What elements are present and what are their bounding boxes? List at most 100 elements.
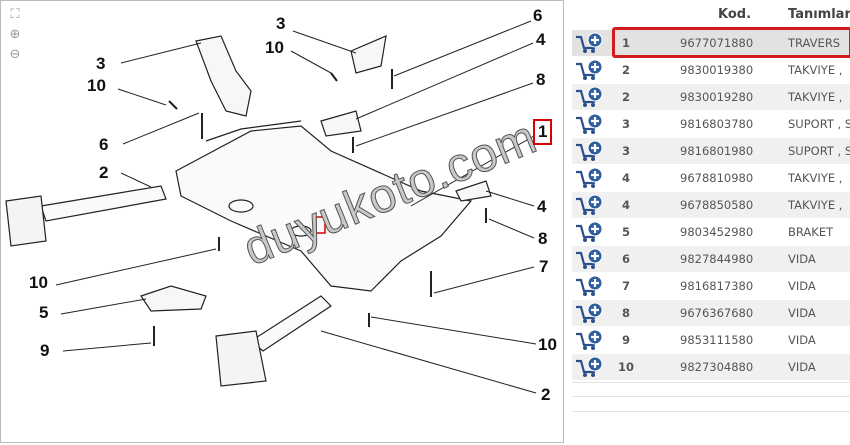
table-row[interactable]: 1 9677071880 TRAVERS	[572, 30, 850, 57]
add-to-cart-icon[interactable]	[574, 167, 604, 189]
callout-1-selected[interactable]: 1	[533, 119, 553, 145]
part-code[interactable]: 9827844980	[680, 252, 754, 266]
part-code[interactable]: 9676367680	[680, 306, 754, 320]
table-row[interactable]: 7 9816817380 VIDA	[572, 273, 850, 300]
ref-number: 1	[621, 36, 630, 50]
ref-number: 2	[621, 63, 630, 77]
callout-7[interactable]: 7	[539, 257, 549, 276]
add-to-cart-icon[interactable]	[574, 113, 604, 135]
table-row[interactable]: 2 9830019280 TAKVIYE ,	[572, 84, 850, 111]
part-code[interactable]: 9816801980	[680, 144, 754, 158]
part-code[interactable]: 9803452980	[680, 225, 754, 239]
exploded-parts-diagram: ⛶ ⊕ ⊖ duyukoto.com 3 10 6 4 8 1 4 8 7 10…	[0, 0, 564, 443]
add-to-cart-icon[interactable]	[574, 59, 604, 81]
header-code: Kod.	[718, 7, 752, 22]
add-to-cart-icon[interactable]	[574, 248, 604, 270]
ref-number: 5	[621, 225, 630, 239]
callout-8[interactable]: 8	[538, 229, 548, 248]
diagram-drawing	[5, 20, 537, 394]
callout-4[interactable]: 4	[537, 197, 547, 216]
part-code[interactable]: 9827304880	[680, 360, 754, 374]
callout-2[interactable]: 2	[541, 385, 551, 404]
add-to-cart-icon[interactable]	[574, 140, 604, 162]
ref-number: 6	[621, 252, 630, 266]
callout-5[interactable]: 5	[39, 303, 49, 322]
part-code[interactable]: 9677071880	[680, 36, 754, 50]
table-header: Kod. Tanımlar	[572, 0, 850, 30]
callout-6[interactable]: 6	[99, 135, 109, 154]
table-row[interactable]: 10 9827304880 VIDA	[572, 354, 850, 381]
part-description: VIDA	[788, 360, 816, 374]
ref-number: 9	[621, 333, 630, 347]
divider	[572, 396, 850, 397]
ref-number: 3	[621, 144, 630, 158]
zoom-in-icon[interactable]: ⊕	[9, 27, 21, 42]
add-to-cart-icon[interactable]	[574, 356, 604, 378]
part-code[interactable]: 9678810980	[680, 171, 754, 185]
callout-6[interactable]: 6	[533, 6, 543, 25]
part-description: TAKVIYE ,	[788, 63, 843, 77]
bracket-part	[140, 285, 207, 312]
part-description: TAKVIYE ,	[788, 198, 843, 212]
part-description: VIDA	[788, 306, 816, 320]
table-row[interactable]: 4 9678810980 TAKVIYE ,	[572, 165, 850, 192]
table-row[interactable]: 3 9816803780 SUPORT , S	[572, 111, 850, 138]
zoom-out-icon[interactable]: ⊖	[9, 47, 21, 62]
selected-row-highlight	[612, 27, 850, 58]
add-to-cart-icon[interactable]	[574, 86, 604, 108]
part-description: SUPORT , S	[788, 117, 850, 131]
part-code[interactable]: 9816803780	[680, 117, 754, 131]
support-bracket-part	[350, 35, 387, 74]
fullscreen-icon[interactable]: ⛶	[10, 7, 20, 22]
support-bracket-part	[195, 35, 252, 117]
ref-number: 3	[621, 117, 630, 131]
table-row[interactable]: 3 9816801980 SUPORT , S	[572, 138, 850, 165]
table-row[interactable]: 6 9827844980 VIDA	[572, 246, 850, 273]
ref-number: 4	[621, 171, 630, 185]
callout-3[interactable]: 3	[276, 14, 286, 33]
callout-10[interactable]: 10	[29, 273, 48, 292]
part-description: TRAVERS	[788, 36, 841, 50]
add-to-cart-icon[interactable]	[574, 302, 604, 324]
callout-8[interactable]: 8	[536, 70, 546, 89]
part-description: VIDA	[788, 252, 816, 266]
reinforcement-bar-part	[249, 295, 332, 352]
table-row[interactable]: 4 9678850580 TAKVIYE ,	[572, 192, 850, 219]
ref-number: 8	[621, 306, 630, 320]
add-to-cart-icon[interactable]	[574, 329, 604, 351]
part-description: TAKVIYE ,	[788, 90, 843, 104]
add-to-cart-icon[interactable]	[574, 194, 604, 216]
callout-10[interactable]: 10	[265, 38, 284, 57]
callout-4[interactable]: 4	[536, 30, 546, 49]
part-code[interactable]: 9830019380	[680, 63, 754, 77]
part-description: VIDA	[788, 279, 816, 293]
part-code[interactable]: 9816817380	[680, 279, 754, 293]
part-code[interactable]: 9830019280	[680, 90, 754, 104]
header-description: Tanımlar	[788, 7, 850, 22]
divider	[572, 382, 850, 383]
add-to-cart-icon[interactable]	[574, 275, 604, 297]
add-to-cart-icon[interactable]	[574, 221, 604, 243]
part-description: BRAKET	[788, 225, 834, 239]
ref-number: 10	[617, 360, 634, 374]
table-row[interactable]: 9 9853111580 VIDA	[572, 327, 850, 354]
ref-number: 4	[621, 198, 630, 212]
callout-3[interactable]: 3	[96, 54, 106, 73]
parts-table: Kod. Tanımlar 1 9677071880 TRAVERS 2 983…	[572, 0, 850, 381]
part-code[interactable]: 9678850580	[680, 198, 754, 212]
divider	[572, 411, 850, 412]
callout-9[interactable]: 9	[40, 341, 50, 360]
table-row[interactable]: 8 9676367680 VIDA	[572, 300, 850, 327]
part-code[interactable]: 9853111580	[680, 333, 754, 347]
part-description: SUPORT , S	[788, 144, 850, 158]
callout-10[interactable]: 10	[87, 76, 106, 95]
callout-2[interactable]: 2	[99, 163, 109, 182]
table-row[interactable]: 2 9830019380 TAKVIYE ,	[572, 57, 850, 84]
reinforcement-bar-part	[40, 185, 167, 222]
part-description: VIDA	[788, 333, 816, 347]
ref-number: 2	[621, 90, 630, 104]
table-row[interactable]: 5 9803452980 BRAKET	[572, 219, 850, 246]
callout-10[interactable]: 10	[538, 335, 557, 354]
part-description: TAKVIYE ,	[788, 171, 843, 185]
add-to-cart-icon[interactable]	[574, 32, 604, 54]
